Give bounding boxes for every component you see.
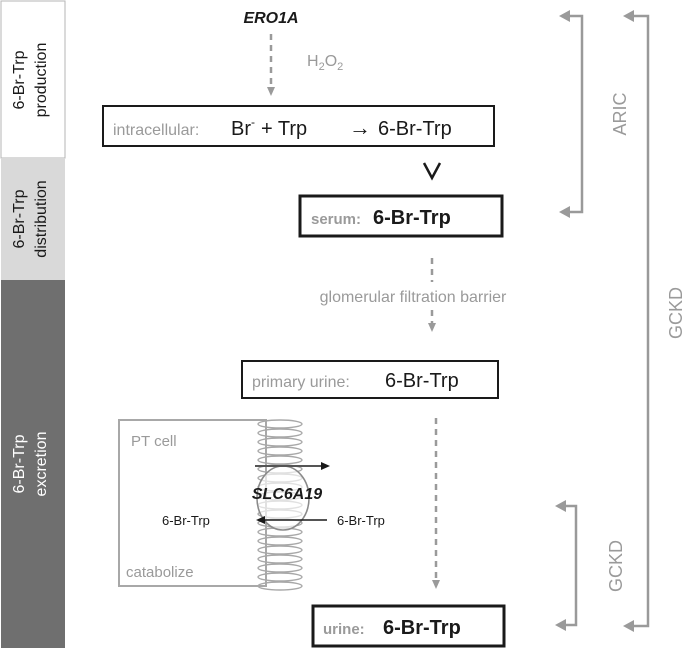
section-production: 6-Br-Trp production: [0, 0, 66, 159]
serum-prefix: serum:: [311, 211, 361, 228]
serum-value: 6-Br-Trp: [373, 207, 451, 229]
section-excretion-line2: excretion: [33, 432, 50, 497]
pt-cell: PT cell catabolize SLC6A19: [118, 419, 385, 591]
section-distribution: 6-Br-Trp distribution: [1, 158, 65, 280]
section-distribution-line1: 6-Br-Trp: [11, 189, 28, 248]
enzyme-label: ERO1A: [243, 10, 298, 27]
intracellular-product: 6-Br-Trp: [378, 118, 452, 140]
section-excretion-line1: 6-Br-Trp: [11, 434, 28, 493]
catabolize-label: catabolize: [126, 564, 194, 581]
intracellular-prefix: intracellular:: [113, 122, 199, 139]
gckd-inner-bracket: GCKD: [555, 500, 626, 631]
aric-bracket: ARIC: [559, 10, 630, 218]
intracellular-bromide: Br-+ Trp: [231, 115, 307, 140]
h2o2-label: H2O2: [307, 53, 343, 73]
serum-box: serum: 6-Br-Trp: [298, 194, 504, 238]
section-production-line1: 6-Br-Trp: [11, 50, 28, 109]
primary-urine-box: primary urine: 6-Br-Trp: [241, 360, 499, 399]
section-excretion: 6-Br-Trp excretion: [1, 280, 65, 648]
gckd-outer-label: GCKD: [666, 287, 685, 339]
gckd-outer-bracket: GCKD: [623, 10, 685, 632]
section-production-line2: production: [33, 43, 50, 118]
primary-urine-prefix: primary urine:: [252, 374, 350, 391]
pt-cell-title: PT cell: [131, 433, 177, 450]
barrier-label: glomerular filtration barrier: [320, 289, 507, 306]
gckd-inner-label: GCKD: [606, 540, 626, 592]
primary-urine-value: 6-Br-Trp: [385, 370, 459, 392]
urine-value: 6-Br-Trp: [383, 617, 461, 639]
urine-box: urine: 6-Br-Trp: [311, 604, 506, 648]
urine-prefix: urine:: [323, 621, 365, 638]
intracellular-arrow: →: [349, 115, 371, 140]
aric-label: ARIC: [610, 92, 630, 135]
transporter-label: SLC6A19: [252, 486, 322, 503]
pt-cell-left-label: 6-Br-Trp: [162, 513, 210, 528]
chevron-down-icon: [422, 162, 442, 181]
pt-cell-right-label: 6-Br-Trp: [337, 513, 385, 528]
section-distribution-line2: distribution: [33, 180, 50, 257]
intracellular-box: intracellular: Br-+ Trp → 6-Br-Trp: [102, 105, 495, 147]
